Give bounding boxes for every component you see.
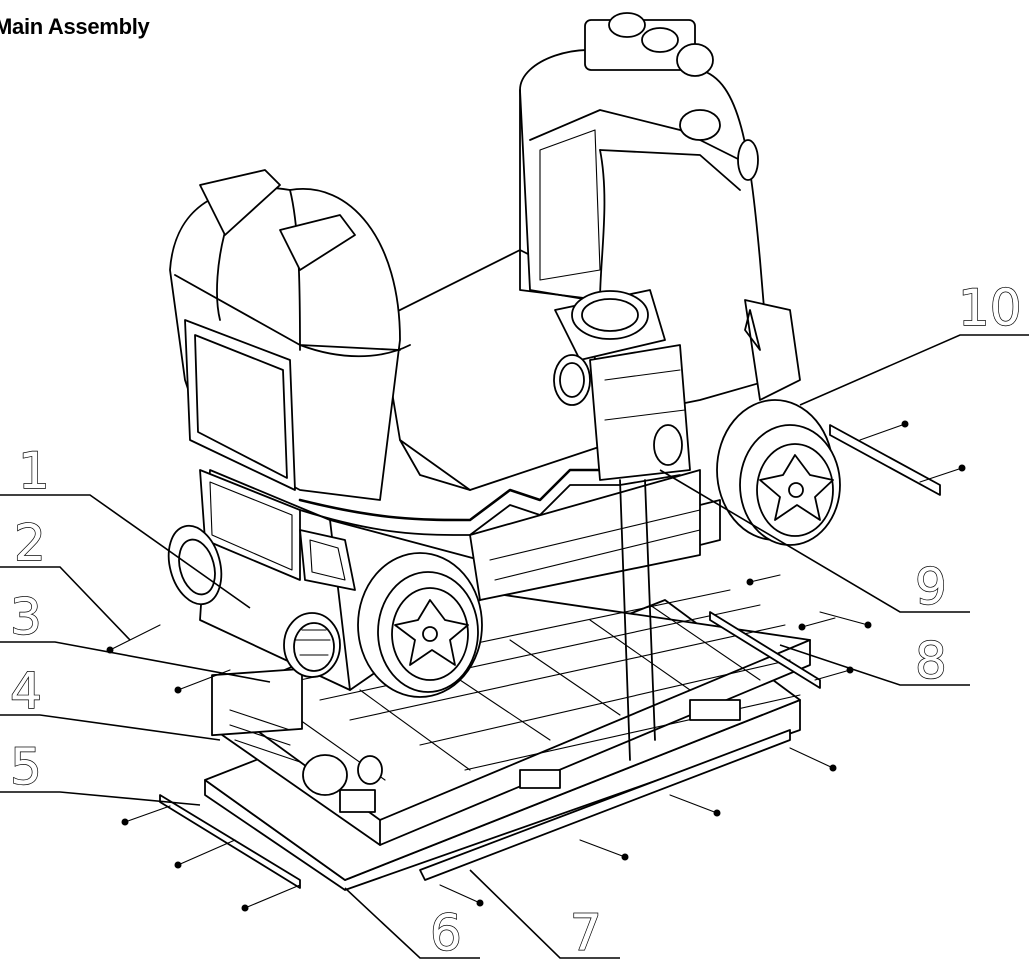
callout-3: 3 bbox=[9, 587, 42, 646]
callout-label: 6 bbox=[430, 904, 462, 960]
screw bbox=[746, 574, 781, 586]
callout-1: 1 bbox=[17, 441, 50, 500]
callout-2: 2 bbox=[13, 513, 46, 572]
callout-label: 4 bbox=[10, 662, 42, 720]
screw bbox=[439, 884, 484, 907]
screw bbox=[919, 464, 966, 483]
callout-label: 5 bbox=[10, 738, 42, 796]
callout-label: 3 bbox=[10, 588, 42, 646]
page-title: Main Assembly bbox=[0, 14, 150, 39]
screw bbox=[798, 617, 836, 631]
screw bbox=[121, 805, 171, 826]
callout-label: 2 bbox=[14, 514, 46, 572]
callout-10: 10 bbox=[957, 278, 1022, 337]
screw bbox=[106, 624, 161, 654]
screw bbox=[859, 420, 909, 441]
rear-side-rail bbox=[829, 424, 941, 496]
rear-tower bbox=[519, 12, 801, 761]
front-wheel bbox=[357, 552, 483, 698]
callout-label: 8 bbox=[915, 632, 947, 690]
screw bbox=[241, 884, 301, 912]
callout-6: 6 bbox=[429, 903, 462, 960]
callout-4: 4 bbox=[9, 661, 42, 720]
screw bbox=[174, 839, 236, 869]
callout-7: 7 bbox=[569, 903, 602, 960]
callout-8: 8 bbox=[914, 631, 947, 690]
screw bbox=[669, 794, 721, 817]
callout-label: 1 bbox=[18, 442, 50, 500]
front-hood bbox=[167, 169, 411, 678]
screws bbox=[106, 420, 966, 912]
screw bbox=[579, 839, 629, 861]
screw bbox=[819, 611, 872, 629]
leader-lines bbox=[0, 334, 1029, 959]
callout-5: 5 bbox=[9, 737, 42, 796]
rear-wheel bbox=[716, 399, 841, 546]
callout-label: 7 bbox=[570, 904, 602, 960]
callout-9: 9 bbox=[914, 557, 947, 616]
callout-label: 9 bbox=[915, 558, 947, 616]
screw bbox=[814, 666, 854, 681]
screw bbox=[789, 747, 837, 772]
callout-label: 10 bbox=[958, 279, 1022, 337]
